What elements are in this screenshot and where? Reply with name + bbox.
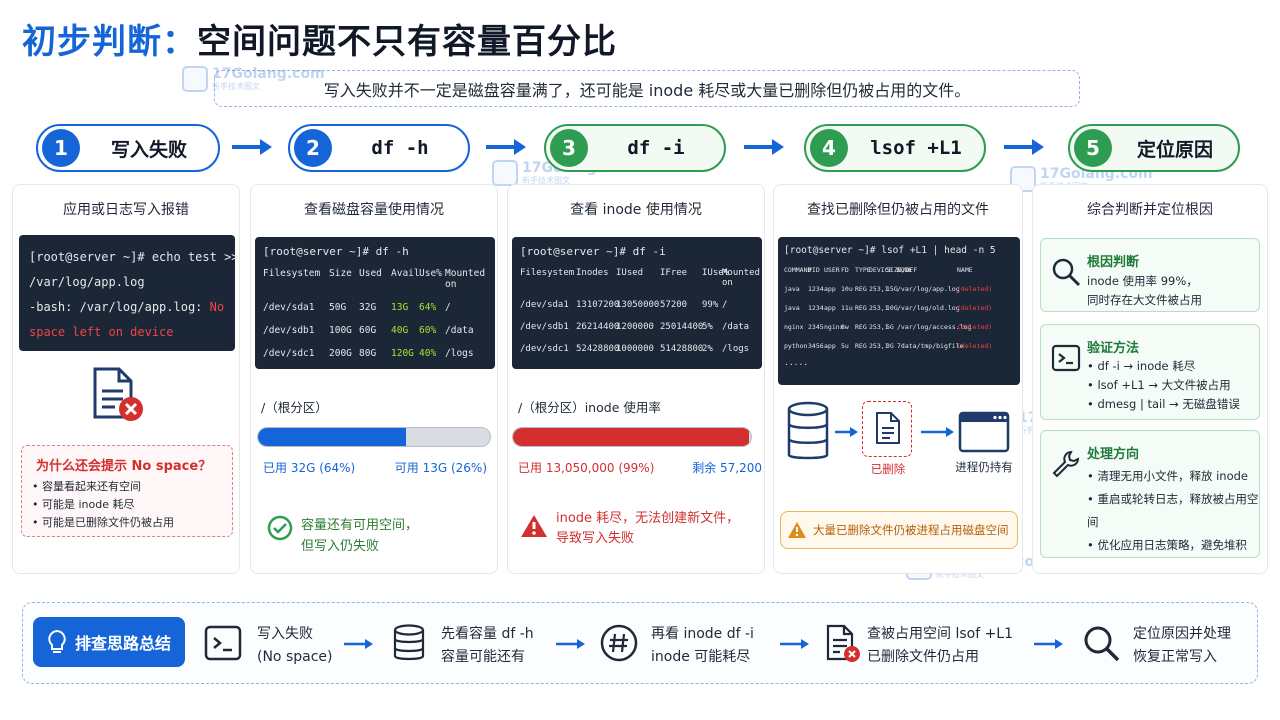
root-cause-section: 根因判断 inode 使用率 99%， 同时存在大文件被占用 bbox=[1040, 238, 1260, 312]
why-no-space-box: 为什么还会提示 No space？ • 容量看起来还有空间 • 可能是 inod… bbox=[21, 445, 233, 537]
check-circle-icon bbox=[267, 515, 293, 541]
file-error-icon bbox=[826, 624, 860, 662]
terminal-icon bbox=[1051, 344, 1081, 372]
arrow-right-icon bbox=[344, 639, 373, 649]
window-icon bbox=[958, 411, 1010, 453]
step-5: 5 定位原因 bbox=[1068, 124, 1240, 172]
deleted-file-box bbox=[862, 401, 912, 457]
step-2: 2 df -h bbox=[288, 124, 470, 172]
database-icon bbox=[787, 401, 829, 460]
step-4: 4 lsof +L1 bbox=[804, 124, 986, 172]
watermark-logo-icon bbox=[182, 66, 208, 92]
arrow-right-icon bbox=[1004, 139, 1044, 155]
magnifier-icon bbox=[1084, 626, 1120, 662]
page-title: 初步判断：空间问题不只有容量百分比 bbox=[22, 22, 617, 62]
verify-section: 验证方法 • df -i → inode 耗尽 • lsof +L1 → 大文件… bbox=[1040, 324, 1260, 420]
card-lsof: 查找已删除但仍被占用的文件 [root@server ~]# lsof +L1 … bbox=[773, 184, 1023, 574]
watermark-logo-icon bbox=[1010, 166, 1036, 192]
warning-icon bbox=[788, 522, 806, 538]
capacity-bar bbox=[257, 427, 491, 447]
terminal-icon bbox=[204, 625, 242, 661]
arrow-right-icon bbox=[835, 427, 858, 437]
warning-icon bbox=[521, 515, 547, 537]
lightbulb-icon bbox=[48, 629, 66, 653]
card-write-error: 应用或日志写入报错 [root@server ~]# echo test >> … bbox=[12, 184, 240, 574]
arrow-right-icon bbox=[486, 139, 526, 155]
warning-banner: 大量已删除文件仍被进程占用磁盘空间 bbox=[780, 511, 1018, 549]
terminal-output: [root@server ~]# echo test >> /var/log/a… bbox=[19, 235, 239, 351]
step-3: 3 df -i bbox=[544, 124, 726, 172]
arrow-right-icon bbox=[232, 139, 272, 155]
step-1: 1 写入失败 bbox=[36, 124, 220, 172]
hash-icon bbox=[600, 624, 638, 662]
arrow-right-icon bbox=[921, 427, 954, 437]
inode-bar bbox=[512, 427, 752, 447]
watermark-logo-icon bbox=[492, 160, 518, 186]
terminal-output: [root@server ~]# lsof +L1 | head -n 5 CO… bbox=[778, 237, 1020, 385]
card-df-h: 查看磁盘容量使用情况 [root@server ~]# df -h Filesy… bbox=[250, 184, 498, 574]
arrow-right-icon bbox=[744, 139, 784, 155]
summary-bar: 排查思路总结 写入失败 (No space) 先看容量 df -h 容量可能还有… bbox=[22, 602, 1258, 684]
handling-section: 处理方向 • 清理无用小文件，释放 inode • 重启或轮转日志，释放被占用空… bbox=[1040, 430, 1260, 558]
subtitle-banner: 写入失败并不一定是磁盘容量满了，还可能是 inode 耗尽或大量已删除但仍被占用… bbox=[214, 70, 1080, 107]
arrow-right-icon bbox=[780, 639, 809, 649]
card-df-i: 查看 inode 使用情况 [root@server ~]# df -i Fil… bbox=[507, 184, 765, 574]
file-error-icon bbox=[93, 367, 143, 421]
wrench-icon bbox=[1052, 450, 1080, 478]
summary-label: 排查思路总结 bbox=[33, 617, 185, 667]
arrow-right-icon bbox=[1034, 639, 1063, 649]
file-icon bbox=[876, 412, 900, 444]
magnifier-icon bbox=[1052, 258, 1081, 287]
arrow-right-icon bbox=[556, 639, 585, 649]
database-icon bbox=[393, 624, 425, 661]
